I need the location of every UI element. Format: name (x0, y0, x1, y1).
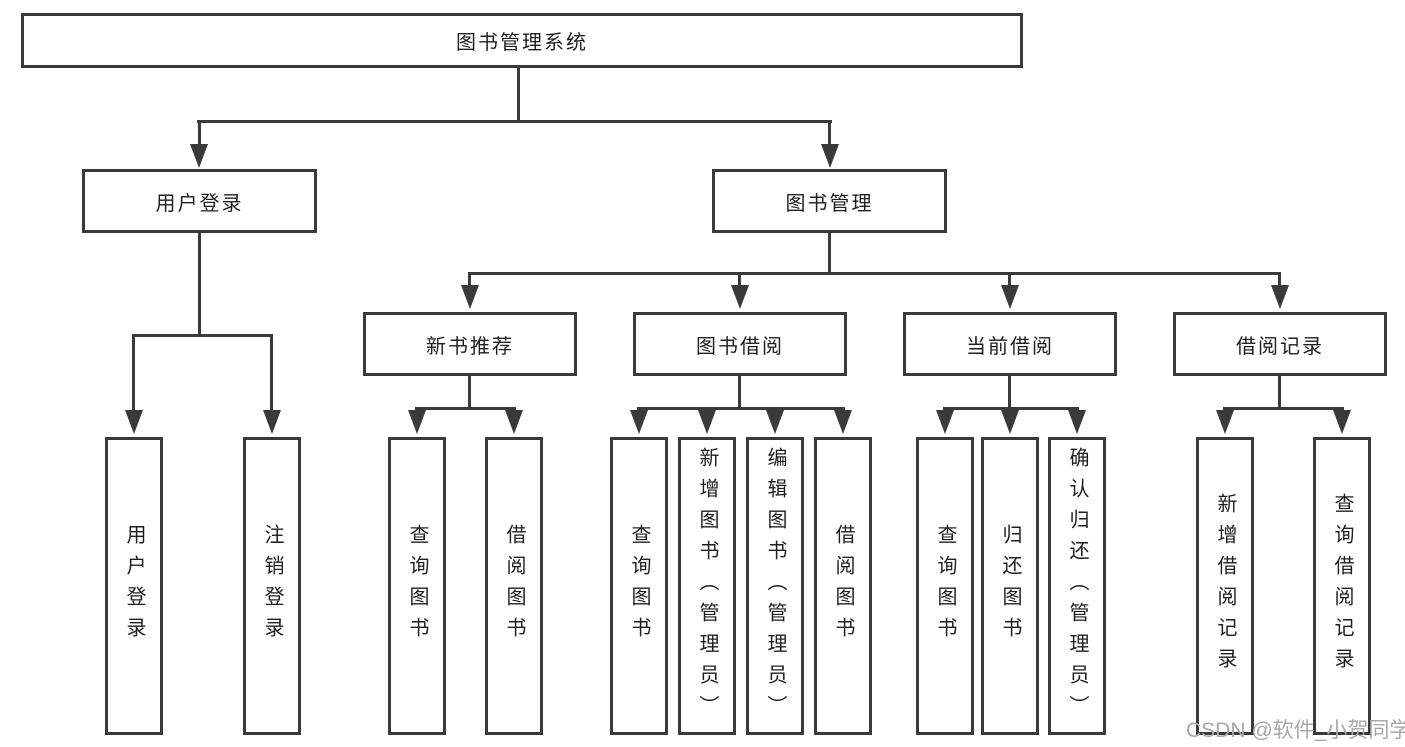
arrow-down-icon (1216, 410, 1234, 434)
node-user-login-label: 用户登录 (155, 192, 244, 215)
arrow-down-icon (1271, 285, 1289, 309)
connector-line (1278, 272, 1281, 289)
arrow-down-icon (263, 410, 281, 434)
leaf-return-books: 归还图书 (981, 437, 1039, 735)
connector-line (468, 272, 1281, 275)
arrow-down-icon (461, 285, 479, 309)
arrow-down-icon (1333, 410, 1351, 434)
node-current-borrow-label: 当前借阅 (966, 335, 1054, 358)
connector-line (415, 407, 516, 410)
leaf-current-query-books-label: 查询图书 (934, 524, 956, 648)
connector-line (828, 233, 831, 275)
connector-line (517, 68, 520, 123)
leaf-borrow-query-books: 查询图书 (610, 437, 668, 735)
leaf-borrow-books: 借阅图书 (814, 437, 872, 735)
node-borrow-records: 借阅记录 (1173, 312, 1387, 376)
arrow-down-icon (821, 144, 839, 168)
leaf-borrow-books-label: 借阅图书 (832, 524, 854, 648)
leaf-query-borrow-record-label: 查询借阅记录 (1331, 493, 1353, 679)
connector-line (738, 376, 741, 410)
arrow-down-icon (125, 410, 143, 434)
connector-line (828, 120, 831, 148)
leaf-confirm-return-admin: 确认归还（管理员） (1048, 437, 1106, 735)
connector-line (1223, 407, 1344, 410)
arrow-down-icon (731, 285, 749, 309)
arrow-down-icon (766, 410, 784, 434)
leaf-user-login-label: 用户登录 (123, 524, 145, 648)
arrow-down-icon (505, 410, 523, 434)
arrow-down-icon (190, 144, 208, 168)
leaf-current-query-books: 查询图书 (916, 437, 974, 735)
leaf-logout-label: 注销登录 (261, 524, 283, 648)
arrow-down-icon (1068, 410, 1086, 434)
node-current-borrow: 当前借阅 (903, 312, 1117, 376)
arrow-down-icon (936, 410, 954, 434)
node-new-book-recommend-label: 新书推荐 (426, 335, 514, 358)
node-user-login: 用户登录 (82, 169, 317, 233)
arrow-down-icon (698, 410, 716, 434)
leaf-borrow-query-books-label: 查询图书 (628, 524, 650, 648)
arrow-down-icon (834, 410, 852, 434)
connector-line (468, 272, 471, 289)
leaf-add-borrow-record-label: 新增借阅记录 (1214, 493, 1236, 679)
node-book-borrow-label: 图书借阅 (696, 335, 784, 358)
node-book-management: 图书管理 (712, 169, 947, 233)
node-borrow-records-label: 借阅记录 (1236, 335, 1324, 358)
leaf-confirm-return-admin-label: 确认归还（管理员） (1066, 446, 1088, 726)
csdn-watermark: CSDN @软件_小贺同学 (1186, 719, 1405, 742)
arrow-down-icon (1001, 410, 1019, 434)
connector-line (197, 120, 832, 123)
connector-line (198, 233, 201, 337)
node-book-borrow: 图书借阅 (633, 312, 847, 376)
leaf-return-books-label: 归还图书 (999, 524, 1021, 648)
connector-line (637, 407, 845, 410)
node-book-management-label: 图书管理 (785, 192, 874, 215)
leaf-edit-books-admin-label: 编辑图书（管理员） (764, 446, 786, 726)
leaf-user-login: 用户登录 (105, 437, 163, 735)
node-new-book-recommend: 新书推荐 (363, 312, 577, 376)
node-root: 图书管理系统 (21, 13, 1023, 68)
connector-line (198, 120, 201, 148)
leaf-add-books-admin: 新增图书（管理员） (678, 437, 736, 735)
connector-line (1008, 376, 1011, 410)
leaf-recommend-query-books-label: 查询图书 (406, 524, 428, 648)
leaf-add-books-admin-label: 新增图书（管理员） (696, 446, 718, 726)
arrow-down-icon (630, 410, 648, 434)
leaf-edit-books-admin: 编辑图书（管理员） (746, 437, 804, 735)
leaf-query-borrow-record: 查询借阅记录 (1313, 437, 1371, 735)
leaf-recommend-query-books: 查询图书 (388, 437, 446, 735)
connector-line (1008, 272, 1011, 289)
arrow-down-icon (408, 410, 426, 434)
arrow-down-icon (1001, 285, 1019, 309)
connector-line (132, 334, 273, 337)
connector-line (1278, 376, 1281, 410)
leaf-recommend-borrow-books-label: 借阅图书 (503, 524, 525, 648)
connector-line (943, 407, 1079, 410)
connector-line (738, 272, 741, 289)
leaf-logout: 注销登录 (243, 437, 301, 735)
connector-line (468, 376, 471, 410)
leaf-recommend-borrow-books: 借阅图书 (485, 437, 543, 735)
connector-line (132, 334, 135, 414)
leaf-add-borrow-record: 新增借阅记录 (1196, 437, 1254, 735)
node-root-label: 图书管理系统 (456, 32, 588, 54)
connector-line (270, 334, 273, 414)
